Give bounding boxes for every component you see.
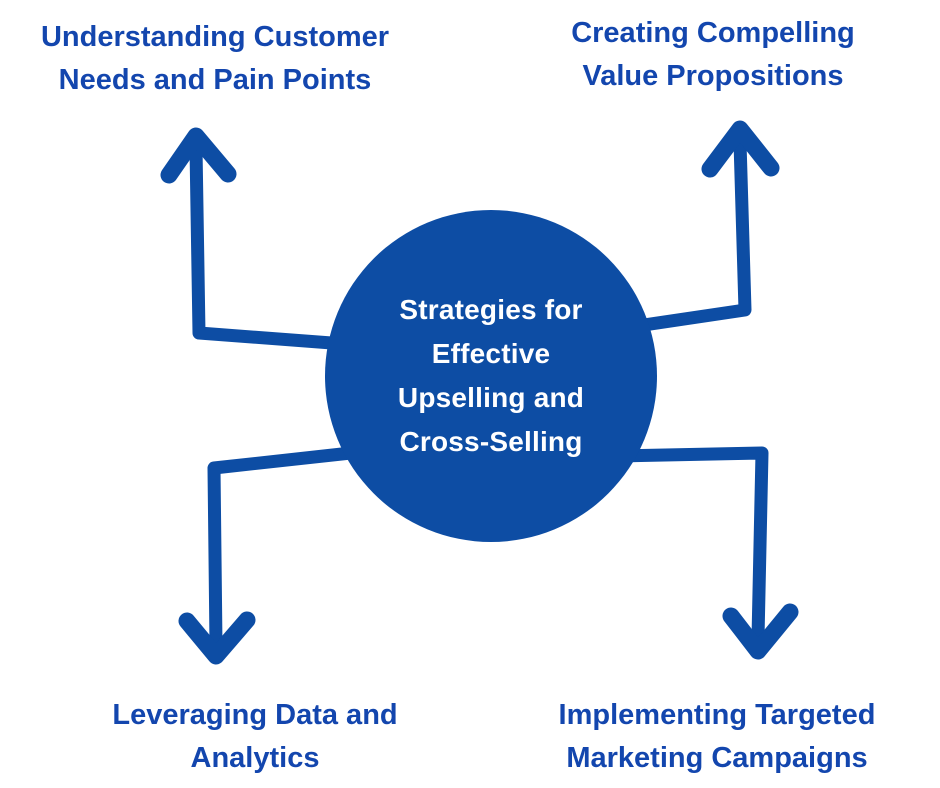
arrow-top-left-shaft	[189, 141, 352, 351]
branch-label-line: Value Propositions	[582, 60, 844, 92]
center-title-line: Strategies for	[399, 294, 583, 325]
arrow-top-right-head	[701, 120, 780, 178]
arrow-bottom-left-icon	[178, 445, 367, 665]
branch-label-creating-value-propositions: Creating Compelling Value Propositions	[543, 12, 883, 98]
center-title-line: Upselling and	[397, 382, 585, 413]
branch-label-understanding-customer-needs: Understanding Customer Needs and Pain Po…	[10, 16, 420, 102]
arrow-bottom-right-head	[722, 603, 799, 660]
branch-label-line: Needs and Pain Points	[58, 64, 372, 96]
branch-label-targeted-marketing-campaigns: Implementing Targeted Marketing Campaign…	[512, 694, 922, 780]
branch-label-line: Leveraging Data and	[112, 699, 398, 731]
arrow-top-left-head	[160, 127, 237, 184]
arrow-top-left-icon	[160, 127, 352, 351]
branch-label-line: Analytics	[190, 742, 320, 774]
center-title-line: Cross-Selling	[399, 426, 583, 457]
center-title: Strategies for Effective Upselling and C…	[398, 288, 584, 464]
center-title-line: Effective	[431, 338, 551, 369]
branch-label-line: Understanding Customer	[40, 21, 390, 53]
center-circle: Strategies for Effective Upselling and C…	[325, 210, 657, 542]
branch-label-line: Implementing Targeted	[558, 699, 876, 731]
arrow-top-right-shaft	[623, 135, 752, 334]
arrow-bottom-left-shaft	[207, 445, 367, 652]
arrow-bottom-left-head	[178, 611, 256, 665]
arrow-bottom-right-shaft	[608, 446, 769, 645]
arrow-bottom-right-icon	[608, 446, 799, 660]
branch-label-line: Marketing Campaigns	[566, 742, 868, 774]
branch-label-line: Creating Compelling	[571, 17, 855, 49]
arrow-top-right-icon	[623, 120, 780, 334]
branch-label-leveraging-data-analytics: Leveraging Data and Analytics	[55, 694, 455, 780]
